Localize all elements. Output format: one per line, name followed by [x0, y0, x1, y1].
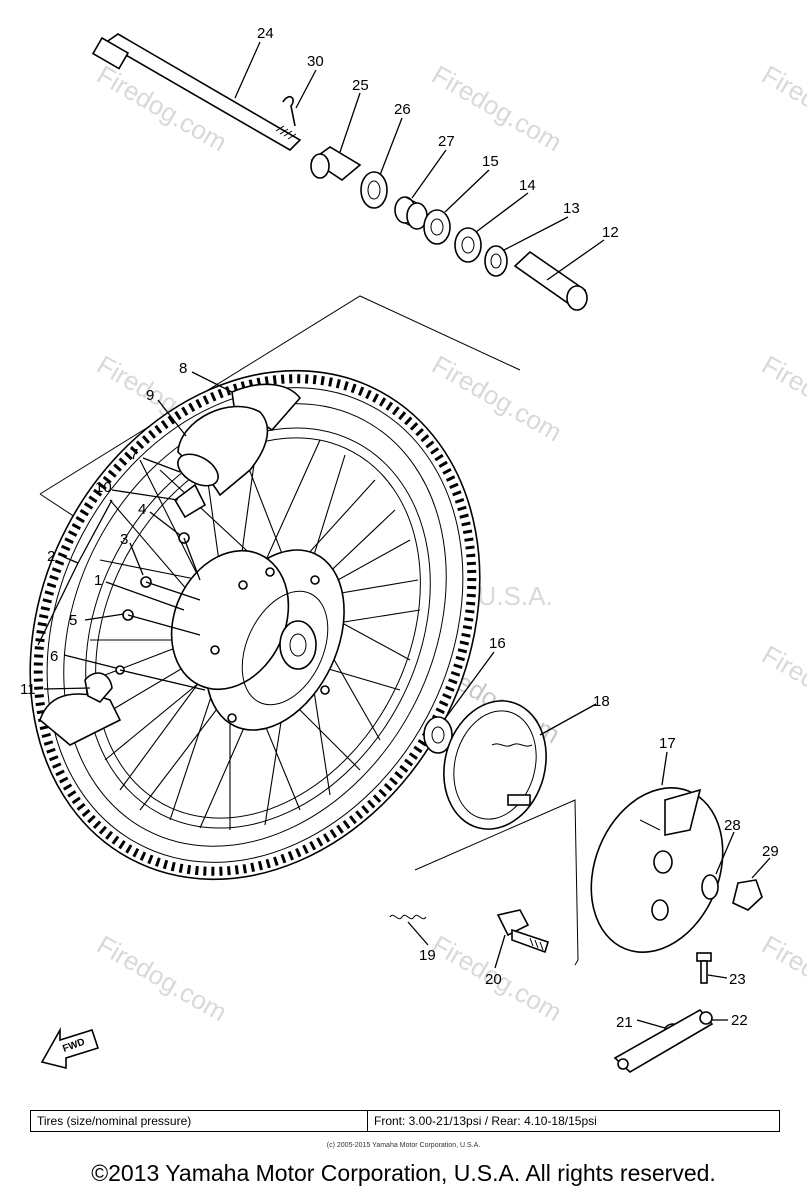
callout-9: 9	[146, 387, 154, 404]
callout-1: 1	[94, 572, 102, 589]
callout-30: 30	[307, 53, 324, 70]
axle-assembly	[91, 33, 588, 311]
callout-16: 16	[489, 635, 506, 652]
callout-18: 18	[593, 693, 610, 710]
callout-26: 26	[394, 101, 411, 118]
brake-assembly	[389, 700, 763, 1073]
main-copyright: ©2013 Yamaha Motor Corporation, U.S.A. A…	[91, 1160, 716, 1186]
callout-21: 21	[616, 1014, 633, 1031]
callout-24: 24	[257, 25, 274, 42]
callout-numbers: 24 30 25 26 27 15 14 13 12 8 9 7 10 4 3 …	[20, 25, 779, 1031]
callout-5: 5	[69, 612, 77, 629]
callout-13: 13	[563, 200, 580, 217]
callout-23: 23	[729, 971, 746, 988]
callout-2: 2	[47, 548, 55, 565]
callout-leaders	[37, 41, 771, 1029]
front-wheel	[29, 369, 481, 881]
callout-8: 8	[179, 360, 187, 377]
watermark-text: Firedog.com	[92, 929, 232, 1027]
callout-27: 27	[438, 133, 455, 150]
watermark-text: Firedog.com	[757, 929, 807, 1027]
callout-3: 3	[120, 531, 128, 548]
callout-4: 4	[138, 501, 146, 518]
watermark-text: Firedog.com	[757, 639, 807, 737]
callout-22: 22	[731, 1012, 748, 1029]
callout-12: 12	[602, 224, 619, 241]
tube-and-rim-band	[39, 383, 302, 746]
forward-direction-arrow: FWD	[40, 1026, 100, 1070]
tire-spec-table: Tires (size/nominal pressure) Front: 3.0…	[30, 1110, 780, 1132]
front-wheel-exploded-diagram: Firedog.com Firedog.com Firedog.com Fire…	[20, 25, 807, 1073]
callout-28: 28	[724, 817, 741, 834]
callout-14: 14	[519, 177, 536, 194]
tire-spec-label: Tires (size/nominal pressure)	[31, 1111, 368, 1131]
callout-19: 19	[419, 947, 436, 964]
tire-spec-value: Front: 3.00-21/13psi / Rear: 4.10-18/15p…	[374, 1114, 597, 1128]
callout-15: 15	[482, 153, 499, 170]
small-copyright: (c) 2005-2015 Yamaha Motor Corporation, …	[326, 1142, 481, 1149]
callout-11: 11	[20, 681, 36, 698]
spoke-parts	[115, 532, 206, 691]
watermark-text: Firedog.com	[757, 59, 807, 157]
callout-10: 10	[95, 479, 112, 496]
callout-17: 17	[659, 735, 676, 752]
callout-6: 6	[50, 648, 58, 665]
callout-20: 20	[485, 971, 502, 988]
watermark-text: Firedog.com	[757, 349, 807, 447]
callout-7: 7	[130, 446, 138, 463]
callout-29: 29	[762, 843, 779, 860]
watermark-text: Firedog.com	[427, 349, 567, 447]
callout-25: 25	[352, 77, 369, 94]
